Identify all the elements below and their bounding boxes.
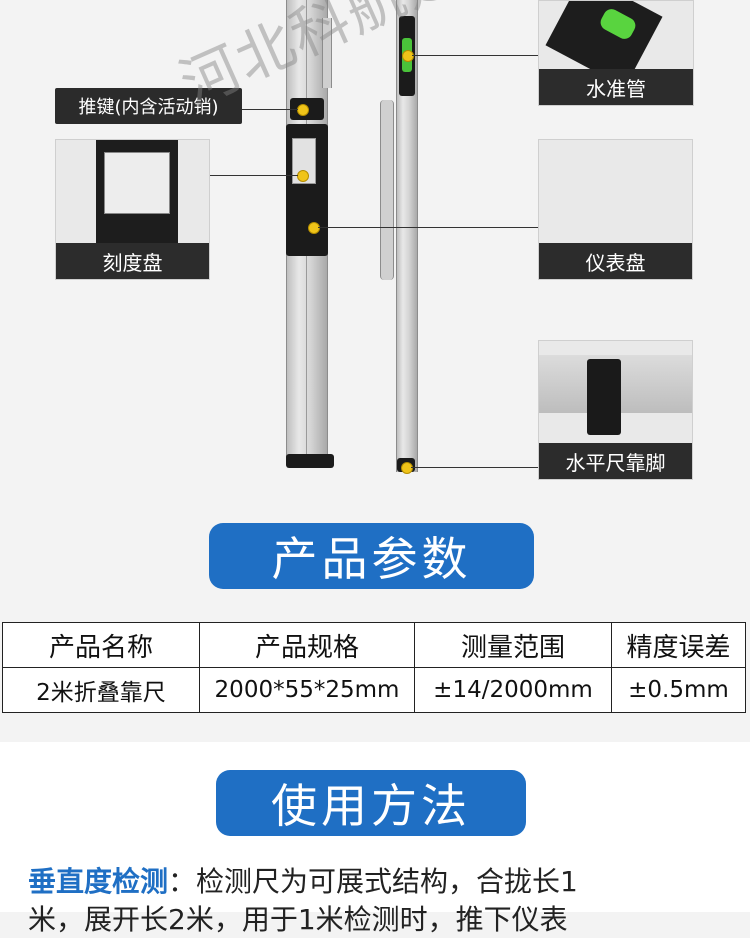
- cell-range: ±14/2000mm: [414, 667, 612, 713]
- dot-level-foot: [401, 462, 413, 474]
- header-spec: 产品规格: [199, 622, 415, 668]
- usage-text: 垂直度检测：检测尺为可展式结构，合拢长1: [28, 860, 578, 900]
- photo-level-foot: 水平尺靠脚: [538, 340, 693, 480]
- caption-scale-dial: 刻度盘: [56, 243, 209, 279]
- dial-housing: [286, 124, 328, 256]
- cell-name: 2米折叠靠尺: [2, 667, 200, 713]
- caption-level-tube: 水准管: [539, 69, 693, 105]
- product-illustration: 推键(内含活动销) 水准管 刻度盘 仪表盘 水平尺靠脚 河北科航建筑仪器: [55, 0, 694, 480]
- dot-instrument-dial: [308, 222, 320, 234]
- header-name: 产品名称: [2, 622, 200, 668]
- dot-scale-dial: [297, 170, 309, 182]
- usage-title: 使用方法: [216, 770, 526, 836]
- callout-push-key: 推键(内含活动销): [55, 88, 242, 124]
- ruler-front-fold: [322, 18, 332, 88]
- table-row: 2米折叠靠尺 2000*55*25mm ±14/2000mm ±0.5mm: [2, 667, 746, 713]
- usage-body: ：检测尺为可展式结构，合拢长1: [168, 865, 578, 898]
- cell-accuracy: ±0.5mm: [611, 667, 746, 713]
- usage-label: 垂直度检测: [28, 865, 169, 898]
- photo-instrument-dial: 仪表盘: [538, 139, 693, 280]
- dot-push-key: [297, 104, 309, 116]
- section-divider: [0, 742, 750, 750]
- ruler-front-foot: [286, 454, 334, 468]
- ruler-side: [396, 0, 418, 472]
- photo-scale-dial: 刻度盘: [55, 139, 210, 280]
- header-range: 测量范围: [414, 622, 612, 668]
- params-title: 产品参数: [209, 523, 534, 589]
- table-header-row: 产品名称 产品规格 测量范围 精度误差: [2, 622, 746, 668]
- caption-instrument-dial: 仪表盘: [539, 243, 692, 279]
- photo-level-tube: 水准管: [538, 0, 694, 106]
- cell-spec: 2000*55*25mm: [199, 667, 415, 713]
- dot-level-tube: [402, 50, 414, 62]
- params-table: 产品名称 产品规格 测量范围 精度误差 2米折叠靠尺 2000*55*25mm …: [2, 622, 746, 713]
- caption-level-foot: 水平尺靠脚: [539, 443, 692, 479]
- ruler-side-handle: [380, 100, 394, 280]
- header-accuracy: 精度误差: [611, 622, 746, 668]
- usage-text-line2: 米，展开长2米，用于1米检测时，推下仪表: [28, 903, 568, 936]
